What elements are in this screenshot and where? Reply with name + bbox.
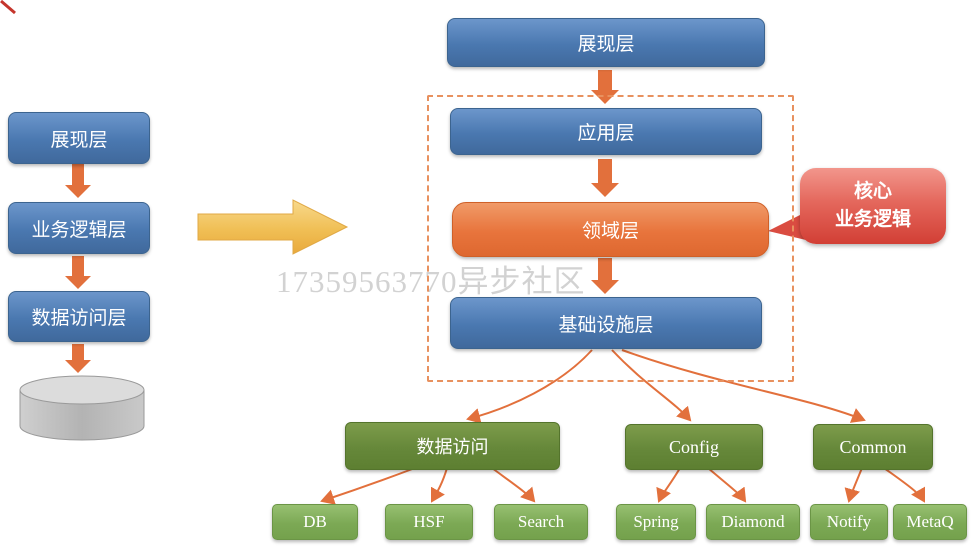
callout-line-2: 业务逻辑 bbox=[834, 209, 911, 230]
component-hsf: HSF bbox=[385, 504, 473, 540]
connector-arrow bbox=[883, 467, 925, 503]
right-domain-layer: 领域层 bbox=[452, 202, 769, 257]
component-diamond: Diamond bbox=[706, 504, 800, 540]
group-common: Common bbox=[813, 424, 933, 470]
watermark-text: 17359563770异步社区 bbox=[276, 264, 586, 299]
component-db: DB bbox=[272, 504, 358, 540]
transform-right-arrow-icon bbox=[197, 199, 349, 255]
component-metaq: MetaQ bbox=[893, 504, 967, 540]
database-cylinder-icon bbox=[19, 375, 145, 441]
connector-arrow bbox=[656, 467, 681, 503]
group-data-access: 数据访问 bbox=[345, 422, 560, 470]
down-arrow-icon bbox=[65, 344, 91, 373]
right-presentation-layer: 展现层 bbox=[447, 18, 765, 67]
component-notify: Notify bbox=[810, 504, 888, 540]
left-data-access-layer: 数据访问层 bbox=[8, 291, 150, 342]
connector-arrow bbox=[707, 467, 747, 503]
right-application-layer: 应用层 bbox=[450, 108, 762, 155]
group-config: Config bbox=[625, 424, 763, 470]
connector-arrow bbox=[844, 467, 863, 503]
right-infrastructure-layer: 基础设施层 bbox=[450, 297, 762, 349]
connector-arrow bbox=[491, 467, 536, 503]
callout-line-1: 核心 bbox=[853, 181, 892, 203]
down-arrow-icon bbox=[65, 164, 91, 198]
down-arrow-icon bbox=[65, 256, 91, 289]
core-business-callout: 核心 业务逻辑 bbox=[800, 168, 946, 244]
left-business-logic-layer: 业务逻辑层 bbox=[8, 202, 150, 254]
component-search: Search bbox=[494, 504, 588, 540]
connector-arrow bbox=[320, 467, 416, 505]
component-spring: Spring bbox=[616, 504, 696, 540]
left-presentation-layer: 展现层 bbox=[8, 112, 150, 164]
corner-mark bbox=[0, 0, 16, 15]
connector-arrow bbox=[431, 467, 448, 503]
